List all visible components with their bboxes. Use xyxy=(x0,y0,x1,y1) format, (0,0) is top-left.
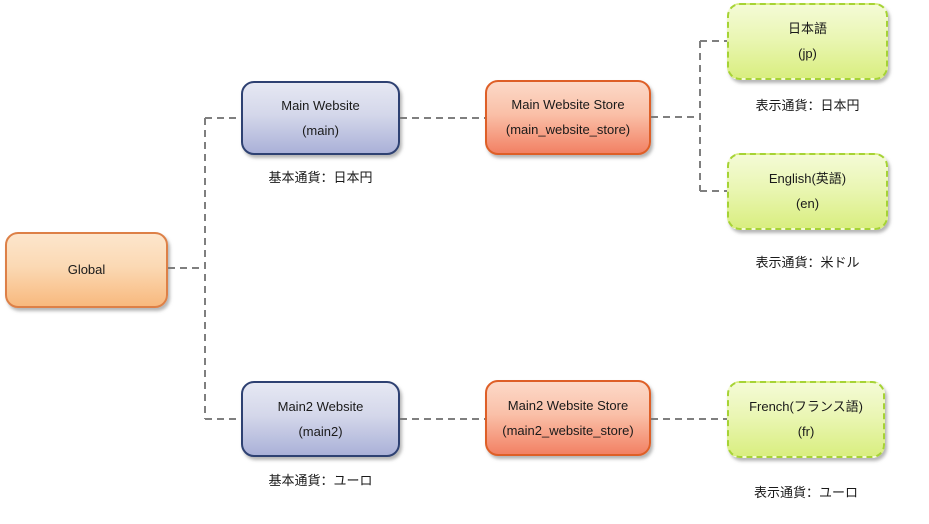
node-main2-website-name: Main2 Website xyxy=(277,398,364,414)
node-store-view-en: English(英語) (en) xyxy=(727,153,888,230)
node-store-view-fr: French(フランス語) (fr) xyxy=(727,381,885,458)
node-store-view-en-code: (en) xyxy=(795,196,820,211)
node-main2-website-store-code: (main2_website_store) xyxy=(502,422,634,438)
node-store-view-fr-name: French(フランス語) xyxy=(749,399,863,414)
node-store-view-fr-code: (fr) xyxy=(797,424,815,439)
node-main2-website-code: (main2) xyxy=(298,423,343,439)
node-main-website-store: Main Website Store (main_website_store) xyxy=(485,80,651,155)
node-store-view-jp-name: 日本語 xyxy=(787,21,827,36)
caption-view-jp-currency: 表示通貨：日本円 xyxy=(755,98,860,113)
node-main-website-name: Main Website xyxy=(281,97,360,113)
node-main2-website-store: Main2 Website Store (main2_website_store… xyxy=(485,380,651,456)
caption-main2-website-currency: 基本通貨：ユーロ xyxy=(268,473,373,488)
caption-view-en-currency: 表示通貨：米ドル xyxy=(755,255,860,270)
node-store-view-en-name: English(英語) xyxy=(768,171,847,186)
node-main-website: Main Website (main) xyxy=(241,81,400,155)
caption-main-website-currency: 基本通貨：日本円 xyxy=(268,170,373,185)
node-main-website-store-name: Main Website Store xyxy=(511,97,625,112)
node-global-label: Global xyxy=(67,262,106,277)
caption-view-fr-currency: 表示通貨：ユーロ xyxy=(753,485,858,500)
node-store-view-jp-code: (jp) xyxy=(798,46,817,61)
node-main2-website: Main2 Website (main2) xyxy=(241,381,400,457)
node-global: Global xyxy=(5,232,168,308)
node-main-website-store-code: (main_website_store) xyxy=(505,122,631,137)
node-main2-website-store-name: Main2 Website Store xyxy=(507,397,629,413)
node-store-view-jp: 日本語 (jp) xyxy=(727,3,888,80)
node-main-website-code: (main) xyxy=(302,122,339,138)
